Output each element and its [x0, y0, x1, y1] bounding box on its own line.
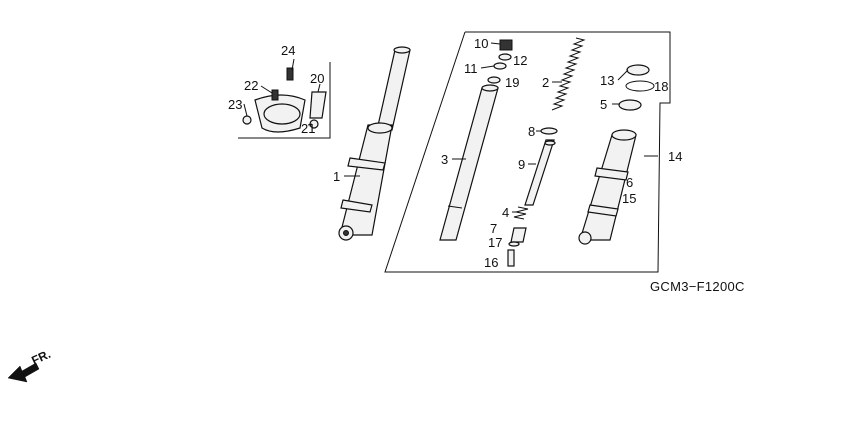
callout-2[interactable]: 2 — [542, 75, 549, 90]
callout-4[interactable]: 4 — [502, 205, 509, 220]
callout-19[interactable]: 19 — [505, 75, 519, 90]
callout-labels: 1 2 3 4 5 6 7 8 9 10 11 12 13 14 15 16 1… — [228, 36, 682, 270]
front-arrow-icon — [7, 362, 40, 383]
assembly-outlines — [238, 31, 671, 273]
callout-18[interactable]: 18 — [654, 79, 668, 94]
callout-9[interactable]: 9 — [518, 157, 525, 172]
callout-10[interactable]: 10 — [474, 36, 488, 51]
callout-14[interactable]: 14 — [668, 149, 682, 164]
callout-12[interactable]: 12 — [513, 53, 527, 68]
diagram-code: GCM3−F1200C — [650, 279, 745, 294]
fork-slider-right[interactable] — [578, 129, 637, 245]
callout-13[interactable]: 13 — [600, 73, 614, 88]
fork-tube[interactable] — [439, 84, 499, 241]
callout-7[interactable]: 7 — [490, 221, 497, 236]
callout-15[interactable]: 15 — [622, 191, 636, 206]
fork-spring[interactable] — [551, 37, 586, 111]
callout-5[interactable]: 5 — [600, 97, 607, 112]
callout-20[interactable]: 20 — [310, 71, 324, 86]
rod-bottom-parts[interactable] — [507, 206, 529, 267]
callout-23[interactable]: 23 — [228, 97, 242, 112]
callout-6[interactable]: 6 — [626, 175, 633, 190]
damper-rod[interactable] — [524, 127, 558, 206]
oil-seal-kit[interactable] — [618, 64, 655, 111]
callout-17[interactable]: 17 — [488, 235, 502, 250]
fork-leg-assembly-left[interactable] — [338, 46, 411, 241]
callout-22[interactable]: 22 — [244, 78, 258, 93]
callout-11[interactable]: 11 — [464, 61, 478, 76]
front-label: FR. — [29, 347, 52, 368]
fork-bracket-assembly[interactable] — [242, 67, 327, 133]
front-direction-indicator: FR. — [7, 347, 53, 383]
callout-24[interactable]: 24 — [281, 43, 295, 58]
leader-lines — [243, 42, 658, 213]
callout-8[interactable]: 8 — [528, 124, 535, 139]
callout-1[interactable]: 1 — [333, 169, 340, 184]
callout-16[interactable]: 16 — [484, 255, 498, 270]
callout-21[interactable]: 21 — [301, 121, 315, 136]
callout-3[interactable]: 3 — [441, 152, 448, 167]
